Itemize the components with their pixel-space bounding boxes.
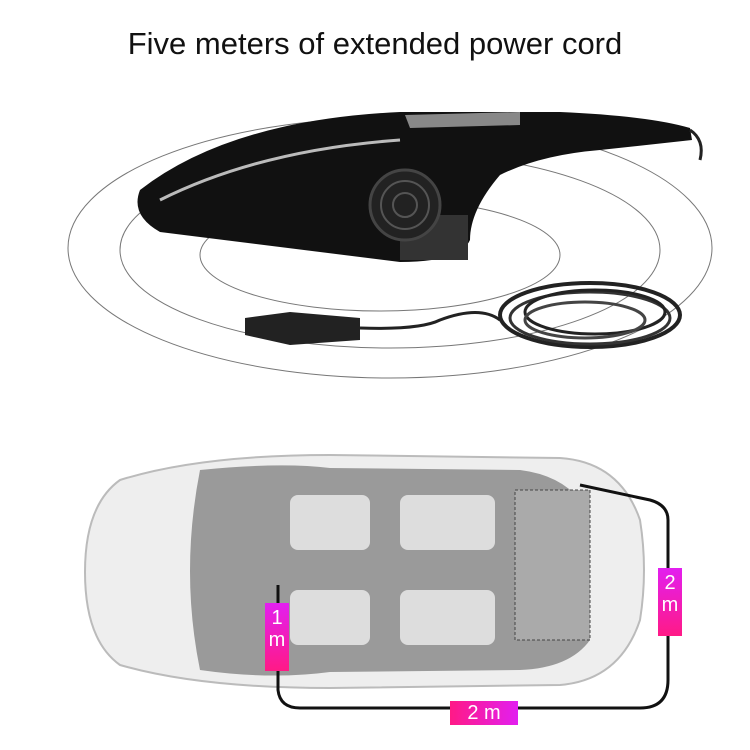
car-top-view <box>83 453 645 690</box>
length-label-front: 1 m <box>265 603 289 671</box>
label-unit: m <box>661 594 679 616</box>
length-label-side: 2 m <box>658 568 682 636</box>
power-cord-route <box>276 483 670 710</box>
headline: Five meters of extended power cord <box>127 26 623 61</box>
label-number: 2 <box>664 572 676 594</box>
car-plug-with-coiled-cord <box>245 281 682 349</box>
label-unit: m <box>268 629 286 651</box>
label-number: 1 <box>271 607 283 629</box>
length-label-bottom: 2 m <box>450 701 518 725</box>
vacuum-cleaner <box>137 112 703 262</box>
